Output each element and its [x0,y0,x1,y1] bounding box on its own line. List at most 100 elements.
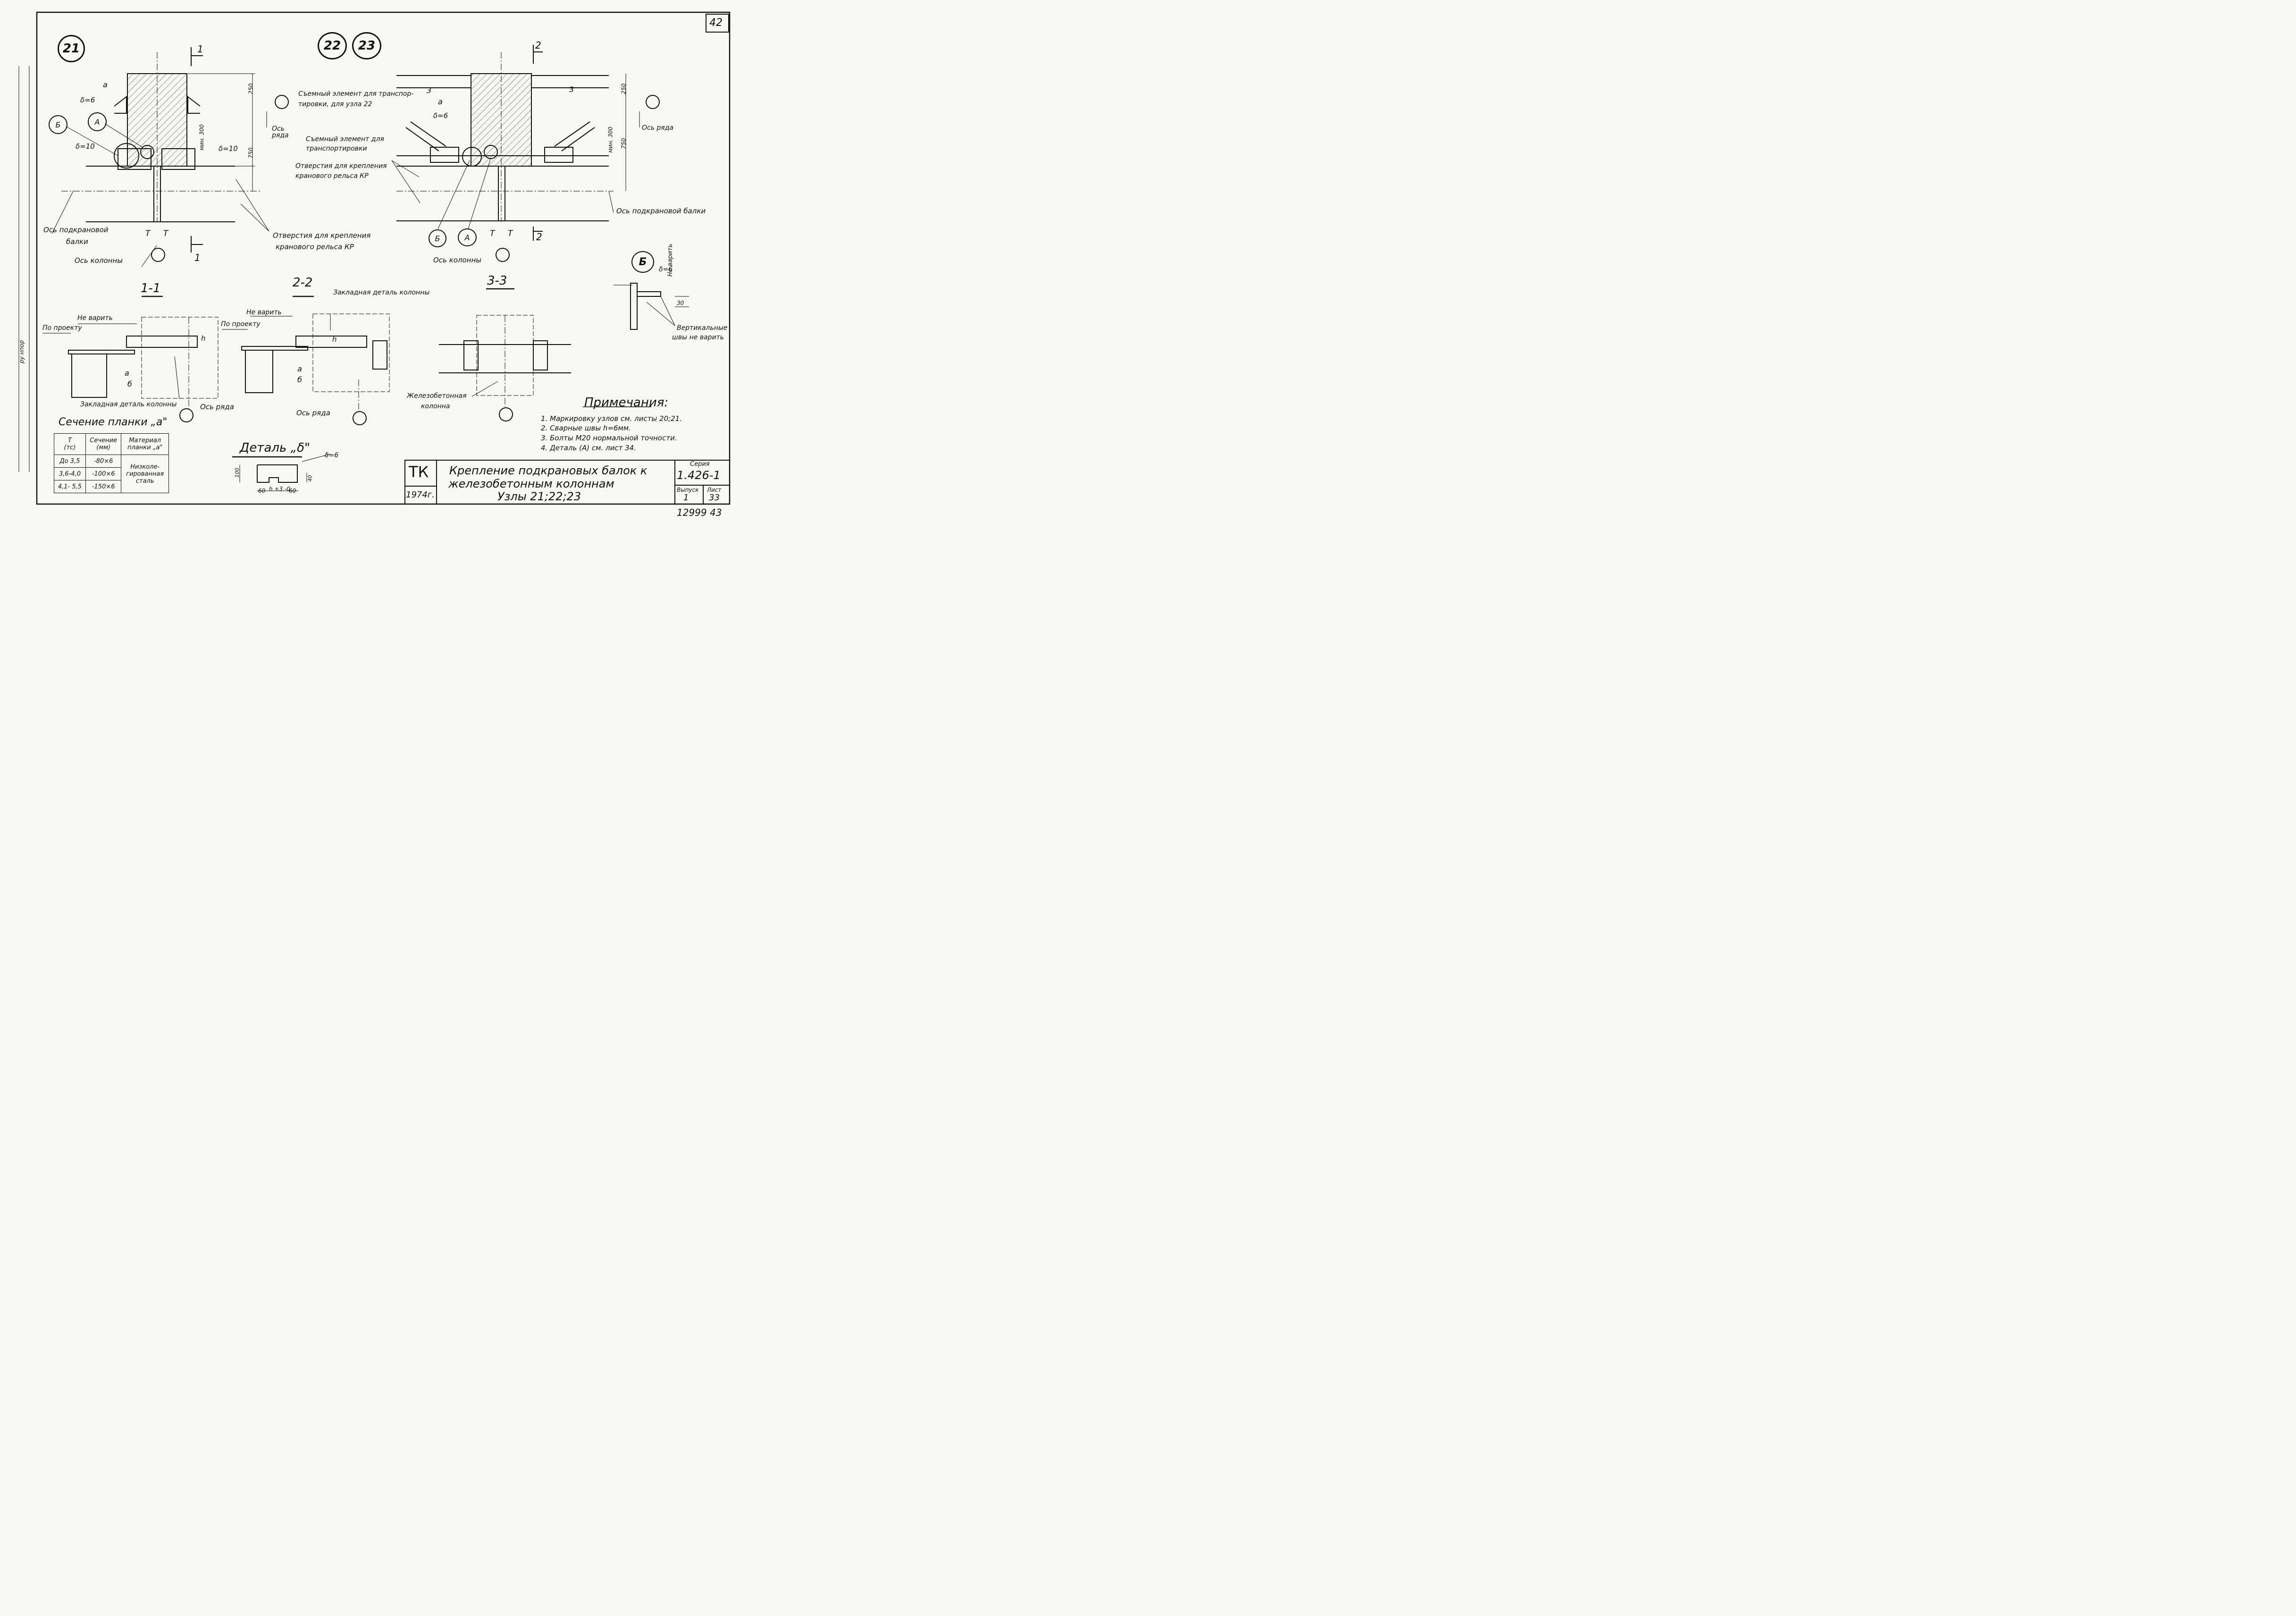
node-22-badge: 22 [318,32,347,59]
plank-section-table: T (тс) Сечение (мм) Материал планки „а" … [54,433,169,493]
note-2: 2. Сварные швы h=6мм. [541,424,631,432]
plan2223-d6-label: δ=6 [433,111,448,120]
removable2-l1: Съемный элемент для [306,135,384,143]
note-1: 1. Маркировку узлов см. листы 20;21. [541,414,682,423]
plank-row-1-section: -100×6 [85,467,122,480]
title-block-title-l1: Крепление подкрановых балок к [449,464,648,477]
plan21-d10-right: δ=10 [219,144,238,153]
plank-material-l2: гированная [126,470,164,478]
note-3: 3. Болты М20 нормальной точности. [541,434,677,442]
plan21-holes-l2: кранового рельса КР [276,243,354,251]
plan21-d6-label: δ=6 [80,96,95,104]
plan2223-t-right: T [508,229,513,238]
plank-header-material: Материал планки „а" [121,433,169,455]
section22-h: h [332,335,337,344]
drawing-linework [18,11,731,505]
section22-ne-varit: Не варить [246,309,282,316]
title-block-sheet-label: Лист [707,487,722,493]
notes-title: Примечания: [584,396,669,410]
detail-plate-title: Деталь „δ" [240,441,310,455]
plan2223-holes-l1: Отверстия для крепления [295,162,387,170]
plan21-dim-250: 250 [247,83,254,94]
plan2223-crane-axis: Ось подкрановой балки [616,207,706,215]
section-mark-1-top: 1 [197,43,203,55]
detail-plate-dim40: 40 [307,475,313,482]
section33-column-l2: колонна [421,403,450,410]
title-block-series-label: Серия [690,461,710,468]
plan21-column-axis: Ось колонны [75,256,123,265]
plan2223-a-label: а [438,97,443,106]
section-mark-3-right: 3 [569,85,574,94]
detail-b-badge: Б [631,251,654,273]
detail-b-vert-l1: Вертикальные [677,324,728,332]
detail-plate-d6: δ=6 [325,452,339,459]
bottom-archive-number: 12999 43 [677,507,722,518]
section33-column-l1: Железобетонная [407,392,467,400]
plan21-min300: мин. 300 [198,124,205,151]
title-block-series: 1.426-1 [677,469,721,482]
title-block-sheet: 33 [709,493,720,503]
title-block-year: 1974г. [406,490,435,500]
node-23-badge: 23 [352,32,381,59]
section11-b: б [127,379,132,388]
detail-b-dim30: 30 [677,300,684,306]
detail-plate-dim100: 100 [234,468,240,478]
section-mark-3-left: 3 [427,86,432,95]
detail-b-ne-varit: Не варить [667,244,674,277]
plank-table-title: Сечение планки „а" [59,416,168,428]
detail-plate-h-tol: h +3 -0 [269,486,290,492]
plank-row-2-t: 4,1- 5,5 [54,480,86,493]
plank-row-2-section: -150×6 [85,480,122,493]
section11-embed: Закладная деталь колонны [80,401,177,408]
section11-a: а [125,369,129,378]
detail-b-vert-l2: швы не варить [672,334,724,341]
plan2223-row-axis: Ось ряда [642,124,673,132]
section22-b: б [297,375,302,384]
plan2223-holes-l2: кранового рельса КР [295,172,369,180]
plank-row-0-section: -80×6 [85,454,122,468]
title-block-title-l2: железобетонным колоннам [448,477,614,490]
plan21-a-label: а [103,80,108,89]
plank-header-t: T (тс) [54,433,86,455]
plan21-crane-axis-l2: балки [66,237,88,246]
detail-b-d6: δ=6 [659,266,673,273]
plan2223-column-axis: Ось колонны [433,256,482,264]
title-block-issue: 1 [683,493,689,503]
plan21-a-callout: А [88,112,107,131]
plan21-b-callout: Б [49,115,67,134]
margin-text: ру нпор [18,340,25,363]
title-block-org: ТК [409,463,429,481]
section11-h: h [201,334,206,343]
plan2223-dim-750: 750 [620,138,627,149]
section-mark-2-top: 2 [535,40,541,51]
title-block-issue-label: Выпуск [677,487,699,493]
section33-title: 3-3 [487,274,507,288]
removable2-l2: транспортировки [306,145,367,152]
plan21-crane-axis-l1: Ось подкрановой [43,226,109,234]
removable1-l1: Съемный элемент для транспор- [298,90,414,98]
plan2223-a-callout: А [458,228,477,246]
section11-row-axis: Ось ряда [200,403,234,411]
section22-a: а [297,364,302,373]
section-mark-1-bottom: 1 [194,252,201,263]
section22-row-axis: Ось ряда [296,409,330,417]
plank-row-1-t: 3,6-4,0 [54,467,86,480]
plan2223-min300: мин. 300 [607,126,614,153]
note-4: 4. Деталь (А) см. лист 34. [541,444,636,452]
plan21-t-left: T [145,229,151,238]
plank-row-0-t: До 3,5 [54,454,86,468]
plan21-dim-750: 750 [247,147,254,159]
sheet-number: 42 [709,17,723,29]
plan2223-dim-250: 250 [620,83,627,94]
plan21-row-axis: Ось ряда [272,125,289,139]
node-21-badge: 21 [58,35,85,62]
plan21-d10-left: δ=10 [76,142,95,151]
plank-header-section: Сечение (мм) [85,433,122,455]
detail-plate-dim60-left: 60 [258,488,266,494]
section22-embed: Закладная деталь колонны [333,289,430,296]
section22-title: 2-2 [293,276,313,290]
section22-po-proektu: По проекту [221,320,261,328]
plank-material-l1: Низколе- [130,463,160,471]
section-mark-2-bottom: 2 [536,231,542,243]
section11-po-proektu: По проекту [42,324,82,332]
